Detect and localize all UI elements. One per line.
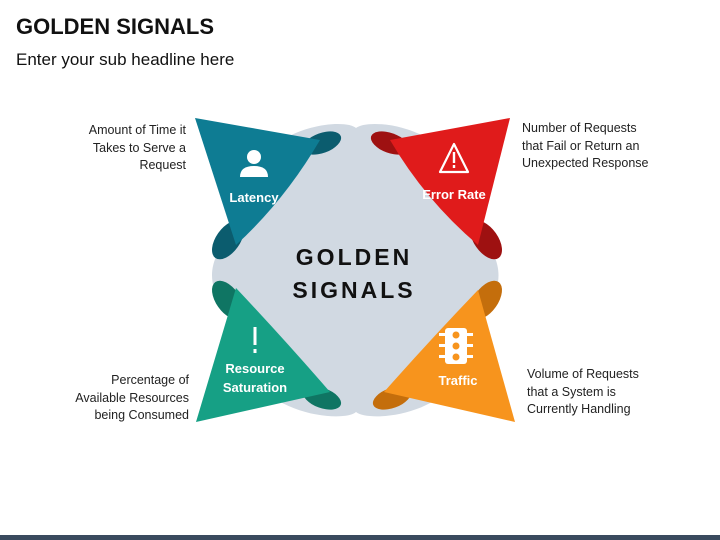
latency-description: Amount of Time it Takes to Serve a Reque…: [88, 123, 186, 172]
latency-triangle: [195, 118, 320, 245]
exclamation-icon: [253, 327, 257, 353]
center-title-line2: SIGNALS: [292, 277, 415, 303]
saturation-triangle: [196, 288, 330, 422]
page-title: GOLDEN SIGNALS: [16, 14, 215, 39]
error-rate-label: Error Rate: [422, 187, 486, 202]
warning-icon: [438, 142, 470, 174]
center-title-line1: GOLDEN: [296, 244, 412, 270]
traffic-label: Traffic: [438, 373, 477, 388]
saturation-label-line2: Saturation: [223, 380, 287, 395]
saturation-label-line1: Resource: [225, 361, 284, 376]
page-subtitle: Enter your sub headline here: [16, 50, 235, 69]
traffic-description: Volume of Requests that a System is Curr…: [527, 367, 639, 416]
saturation-description: Percentage of Available Resources being …: [75, 373, 189, 422]
error-rate-description: Number of Requests that Fail or Return a…: [522, 121, 649, 170]
traffic-light-icon: [439, 328, 473, 364]
bottom-bar: [0, 535, 720, 540]
user-icon: [240, 150, 268, 177]
latency-label: Latency: [229, 190, 279, 205]
error-rate-triangle: [390, 118, 510, 245]
